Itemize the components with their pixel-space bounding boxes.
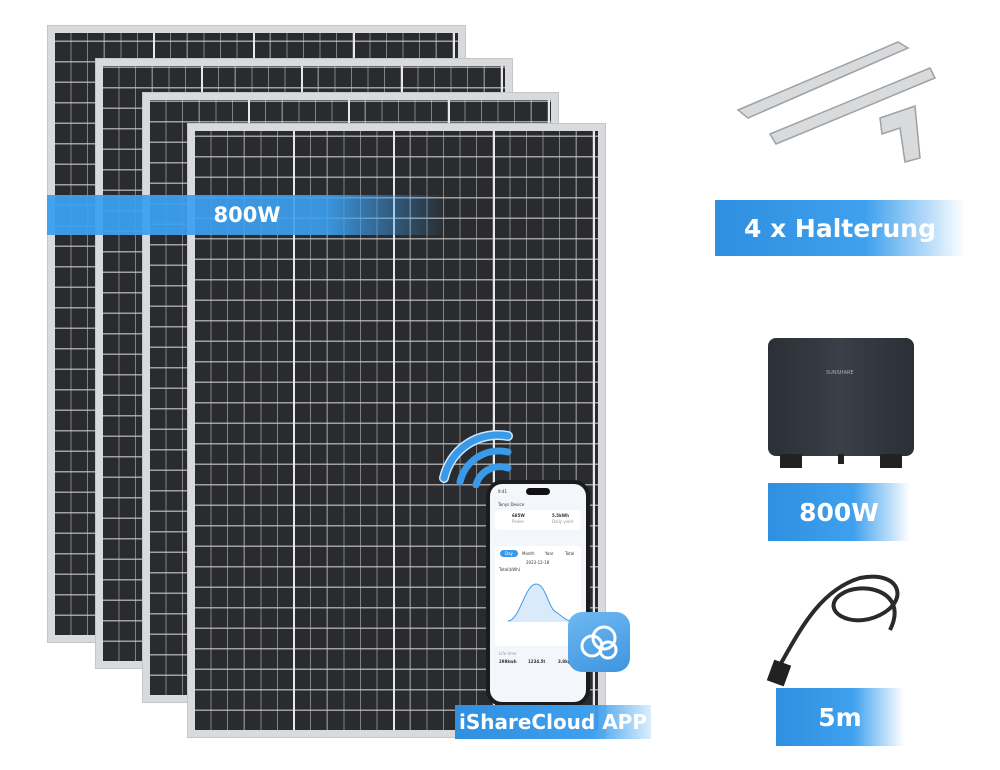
cable-label: 5m bbox=[776, 688, 904, 746]
wifi-icon bbox=[439, 430, 513, 488]
inverter-label: 800W bbox=[768, 483, 910, 541]
status-time: 9:41 bbox=[498, 489, 507, 494]
power-label: Power bbox=[512, 519, 525, 524]
power-value: 685W bbox=[512, 513, 525, 518]
inverter-icon: SUNSHARE bbox=[768, 338, 914, 468]
lifetime-label: Life time bbox=[499, 651, 517, 656]
tab-day: Day bbox=[500, 550, 518, 557]
mounting-bracket-icon bbox=[736, 41, 937, 163]
chart-title: Total(kWh) bbox=[499, 567, 521, 572]
phone-app-screenshot: 9:41 Tonys Device 685W Power 5.5kWh Dail… bbox=[486, 480, 590, 706]
cloud-app-icon bbox=[568, 612, 630, 672]
stat-3: 3.8kg bbox=[558, 659, 571, 664]
bracket-label: 4 x Halterung bbox=[715, 200, 965, 256]
yield-curve bbox=[507, 583, 573, 622]
yield-label: Daily yield bbox=[552, 519, 573, 524]
tab-month: Month bbox=[522, 551, 535, 556]
stat-2: 1234.5t bbox=[528, 659, 546, 664]
panel-power-label: 800W bbox=[47, 195, 447, 235]
chart-date: 2023-12-18 bbox=[526, 560, 550, 565]
cable-icon bbox=[766, 574, 900, 687]
tab-total: Total bbox=[565, 551, 575, 556]
inverter-brand: SUNSHARE bbox=[826, 370, 854, 376]
app-label: iShareCloud APP bbox=[455, 705, 651, 739]
device-name: Tonys Device bbox=[498, 502, 525, 507]
yield-value: 5.5kWh bbox=[552, 513, 570, 518]
tab-year: Year bbox=[545, 551, 554, 556]
stat-1: 298kwh bbox=[499, 659, 517, 664]
